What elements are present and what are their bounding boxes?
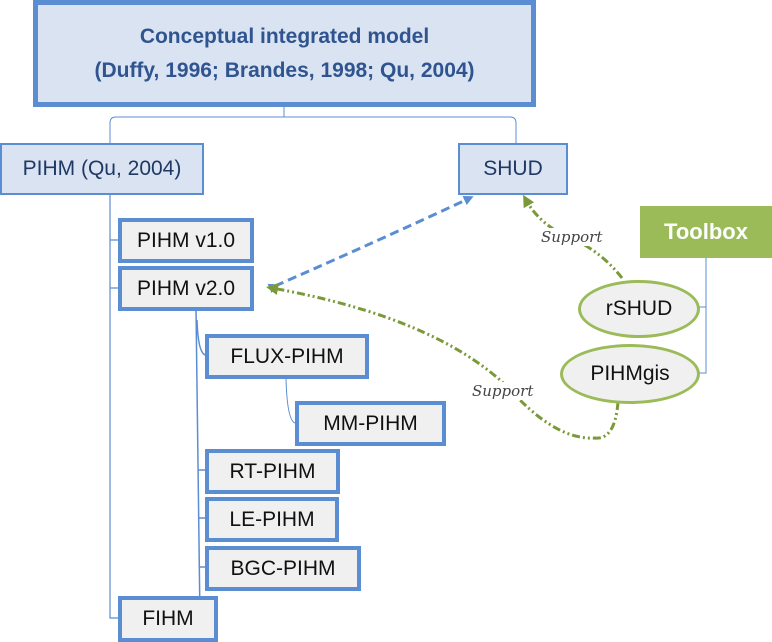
node-mm-pihm[interactable]: MM-PIHM bbox=[295, 401, 446, 446]
node-shud-label: SHUD bbox=[483, 157, 543, 180]
root-node-conceptual-model[interactable]: Conceptual integrated model (Duffy, 1996… bbox=[33, 0, 536, 107]
toolbox-title: Toolbox bbox=[664, 219, 748, 244]
root-citations: (Duffy, 1996; Brandes, 1998; Qu, 2004) bbox=[94, 58, 475, 82]
node-flux-pihm-label: FLUX-PIHM bbox=[230, 344, 344, 368]
toolbox-header[interactable]: Toolbox bbox=[640, 206, 772, 258]
arrow-pihmgis-pihm-v2 bbox=[266, 283, 620, 440]
root-title: Conceptual integrated model bbox=[139, 24, 430, 48]
node-pihm-v1[interactable]: PIHM v1.0 bbox=[118, 218, 254, 263]
node-le-pihm[interactable]: LE-PIHM bbox=[205, 497, 339, 542]
connector-toolbox bbox=[698, 255, 707, 374]
node-shud[interactable]: SHUD bbox=[458, 143, 568, 195]
node-pihmgis-label: PIHMgis bbox=[590, 362, 670, 385]
node-mm-pihm-label: MM-PIHM bbox=[323, 411, 418, 435]
edge-label-support-pihm: Support bbox=[470, 382, 536, 400]
node-rshud-label: rSHUD bbox=[605, 297, 673, 320]
node-rt-pihm[interactable]: RT-PIHM bbox=[205, 449, 340, 494]
node-bgc-pihm[interactable]: BGC-PIHM bbox=[205, 546, 361, 591]
arrow-shud-pihm-v2 bbox=[267, 196, 474, 293]
node-fihm[interactable]: FIHM bbox=[118, 596, 218, 642]
node-bgc-pihm-label: BGC-PIHM bbox=[230, 556, 336, 580]
node-pihm-v2[interactable]: PIHM v2.0 bbox=[118, 266, 254, 311]
node-rshud[interactable]: rSHUD bbox=[578, 280, 700, 338]
node-le-pihm-label: LE-PIHM bbox=[229, 507, 315, 531]
connector-root bbox=[109, 107, 517, 145]
connector-v2-children bbox=[195, 307, 206, 621]
edge-label-support-shud: Support bbox=[539, 228, 605, 246]
connector-flux-mm bbox=[285, 377, 296, 424]
node-pihm-v2-label: PIHM v2.0 bbox=[136, 276, 236, 300]
node-pihm[interactable]: PIHM (Qu, 2004) bbox=[0, 143, 204, 195]
node-flux-pihm[interactable]: FLUX-PIHM bbox=[205, 334, 369, 379]
connector-pihm-children bbox=[109, 193, 118, 619]
node-fihm-label: FIHM bbox=[142, 607, 194, 630]
node-rt-pihm-label: RT-PIHM bbox=[229, 459, 316, 483]
node-pihm-v1-label: PIHM v1.0 bbox=[136, 228, 236, 252]
node-pihmgis[interactable]: PIHMgis bbox=[560, 344, 700, 404]
node-pihm-label: PIHM (Qu, 2004) bbox=[22, 157, 182, 180]
